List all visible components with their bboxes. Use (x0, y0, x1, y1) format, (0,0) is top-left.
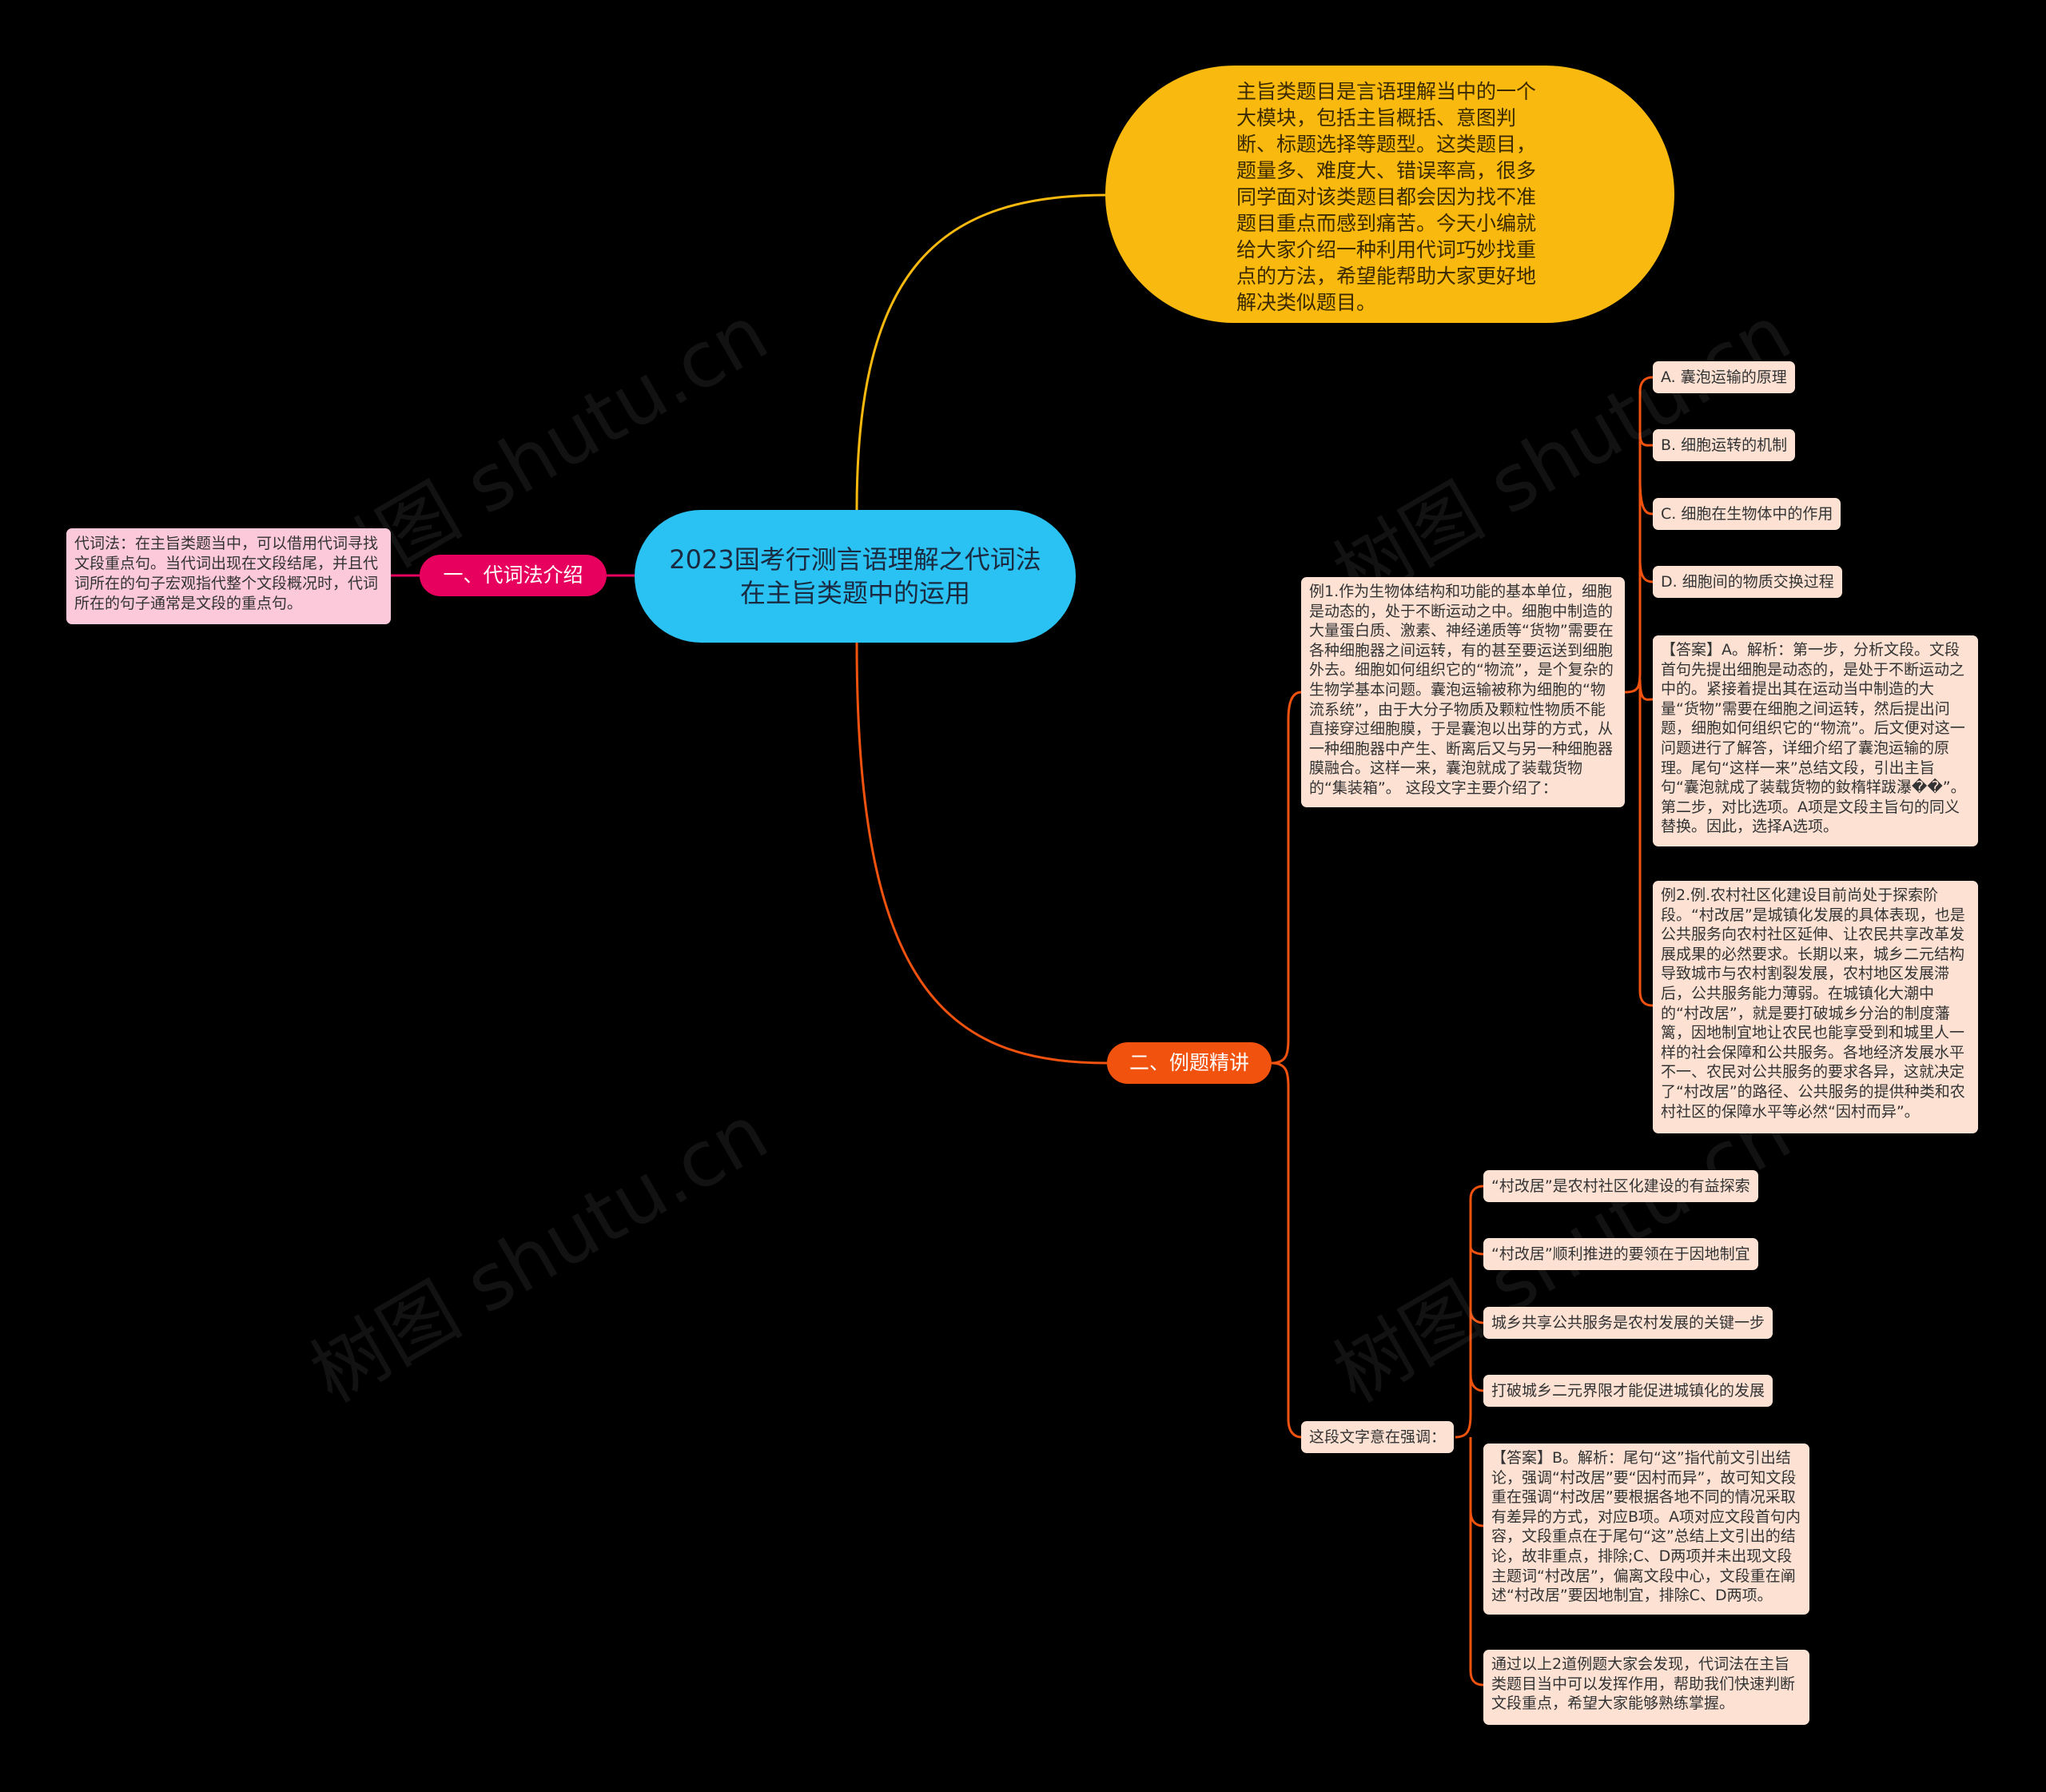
intro-text: 主旨类题目是言语理解当中的一个大模块，包括主旨概括、意图判断、标题选择等题型。这… (1236, 80, 1537, 314)
example1-question-text: 例1.作为生物体结构和功能的基本单位，细胞是动态的，处于不断运动之中。细胞中制造… (1309, 583, 1614, 797)
link-example2-children (1455, 1185, 1484, 1686)
pronoun-method-text: 代词法：在主旨类题当中，可以借用代词寻找文段重点句。当代词出现在文段结尾，并且代… (74, 535, 379, 612)
example2-question-text: 这段文字意在强调： (1309, 1428, 1447, 1446)
intro-node[interactable]: 主旨类题目是言语理解当中的一个大模块，包括主旨概括、意图判断、标题选择等题型。这… (1105, 66, 1674, 323)
example2-option-a[interactable]: “村改居”是农村社区化建设的有益探索 (1483, 1170, 1758, 1202)
example1-option-b[interactable]: B. 细胞运转的机制 (1653, 429, 1796, 461)
link-branch2-example2 (1271, 1061, 1302, 1439)
ex2-option-c-text: 城乡共享公共服务是农村发展的关键一步 (1491, 1314, 1765, 1332)
ex2-option-b-text: “村改居”顺利推进的要领在于因地制宜 (1491, 1245, 1750, 1263)
example1-option-a[interactable]: A. 囊泡运输的原理 (1653, 361, 1795, 393)
example1-option-c[interactable]: C. 细胞在生物体中的作用 (1653, 498, 1841, 530)
branch1-label: 一、代词法介绍 (443, 563, 583, 587)
example1-answer-text: 【答案】A。解析：第一步，分析文段。文段首句先提出细胞是动态的，是处于不断运动之… (1661, 641, 1966, 836)
example1-answer[interactable]: 【答案】A。解析：第一步，分析文段。文段首句先提出细胞是动态的，是处于不断运动之… (1653, 635, 1978, 846)
example2-option-d[interactable]: 打破城乡二元界限才能促进城镇化的发展 (1483, 1375, 1773, 1407)
example2-answer-text: 【答案】B。解析：尾句“这”指代前文引出结论，强调“村改居”要“因村而异”，故可… (1491, 1449, 1801, 1605)
summary-note[interactable]: 通过以上2道例题大家会发现，代词法在主旨类题目当中可以发挥作用，帮助我们快速判断… (1483, 1650, 1809, 1725)
ex2-option-d-text: 打破城乡二元界限才能促进城镇化的发展 (1491, 1382, 1765, 1400)
example2-option-b[interactable]: “村改居”顺利推进的要领在于因地制宜 (1483, 1238, 1758, 1270)
example2-answer[interactable]: 【答案】B。解析：尾句“这”指代前文引出结论，强调“村改居”要“因村而异”，故可… (1483, 1444, 1809, 1615)
example2-question[interactable]: 这段文字意在强调： (1301, 1421, 1455, 1453)
root-topic[interactable]: 2023国考行测言语理解之代词法在主旨类题中的运用 (635, 510, 1076, 643)
ex2-option-a-text: “村改居”是农村社区化建设的有益探索 (1491, 1177, 1750, 1195)
branch-pronoun-intro[interactable]: 一、代词法介绍 (420, 555, 607, 596)
summary-text: 通过以上2道例题大家会发现，代词法在主旨类题目当中可以发挥作用，帮助我们快速判断… (1491, 1655, 1796, 1713)
link-example1-children (1624, 376, 1654, 1007)
option-c-text: C. 细胞在生物体中的作用 (1661, 505, 1833, 523)
root-title: 2023国考行测言语理解之代词法在主旨类题中的运用 (669, 544, 1041, 608)
option-d-text: D. 细胞间的物质交换过程 (1661, 573, 1834, 591)
link-root-intro (855, 193, 1108, 511)
example2-passage-text: 例2.例.农村社区化建设目前尚处于探索阶段。“村改居”是城镇化发展的具体表现，也… (1661, 886, 1965, 1121)
pronoun-method-detail[interactable]: 代词法：在主旨类题当中，可以借用代词寻找文段重点句。当代词出现在文段结尾，并且代… (66, 528, 391, 624)
example1-option-d[interactable]: D. 细胞间的物质交换过程 (1653, 566, 1842, 598)
branch-examples[interactable]: 二、例题精讲 (1107, 1042, 1272, 1084)
option-b-text: B. 细胞运转的机制 (1661, 436, 1788, 454)
example2-passage[interactable]: 例2.例.农村社区化建设目前尚处于探索阶段。“村改居”是城镇化发展的具体表现，也… (1653, 881, 1978, 1133)
example2-option-c[interactable]: 城乡共享公共服务是农村发展的关键一步 (1483, 1307, 1773, 1339)
option-a-text: A. 囊泡运输的原理 (1661, 368, 1787, 386)
example1-question[interactable]: 例1.作为生物体结构和功能的基本单位，细胞是动态的，处于不断运动之中。细胞中制造… (1301, 577, 1625, 807)
link-root-branch2 (855, 642, 1108, 1065)
branch2-label: 二、例题精讲 (1128, 1051, 1249, 1074)
link-branch2-example1 (1271, 691, 1302, 1065)
